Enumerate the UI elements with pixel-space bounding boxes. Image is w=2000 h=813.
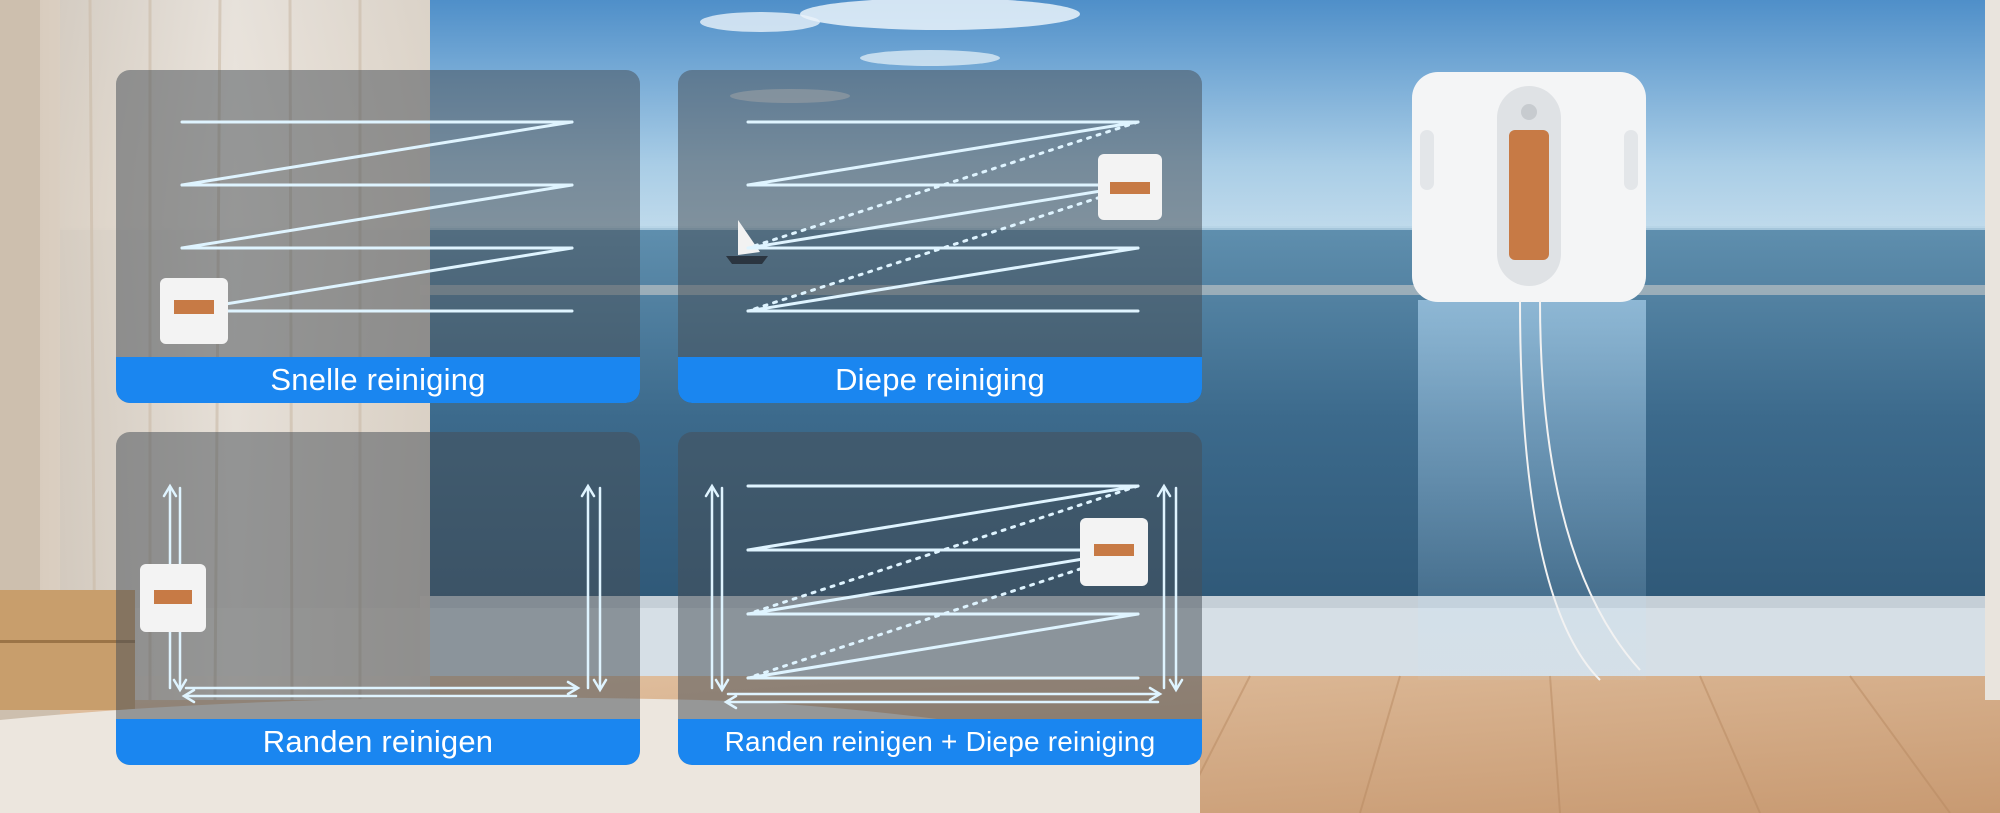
edge-double-zigzag-path-diagram [704, 483, 1184, 710]
double-zigzag-path-diagram [726, 120, 1162, 313]
mode-card-edge-deep-clean: Randen reinigen + Diepe reiniging [678, 432, 1202, 765]
mode-card-deep-clean: Diepe reiniging [678, 70, 1202, 403]
edge-path-diagram [140, 483, 608, 704]
robot-icon [1080, 518, 1148, 586]
mode-label: Randen reinigen [116, 719, 640, 765]
zigzag-path-diagram [160, 120, 574, 344]
robot-icon [1098, 154, 1162, 220]
robot-icon [160, 278, 228, 344]
mode-card-edge-clean: Randen reinigen [116, 432, 640, 765]
mode-label: Randen reinigen + Diepe reiniging [678, 719, 1202, 765]
mode-label: Snelle reiniging [116, 357, 640, 403]
sailboat-image [726, 220, 768, 264]
robot-icon [140, 564, 206, 632]
mode-label: Diepe reiniging [678, 357, 1202, 403]
window-robot-image [1412, 72, 1646, 681]
mode-card-quick-clean: Snelle reiniging [116, 70, 640, 403]
